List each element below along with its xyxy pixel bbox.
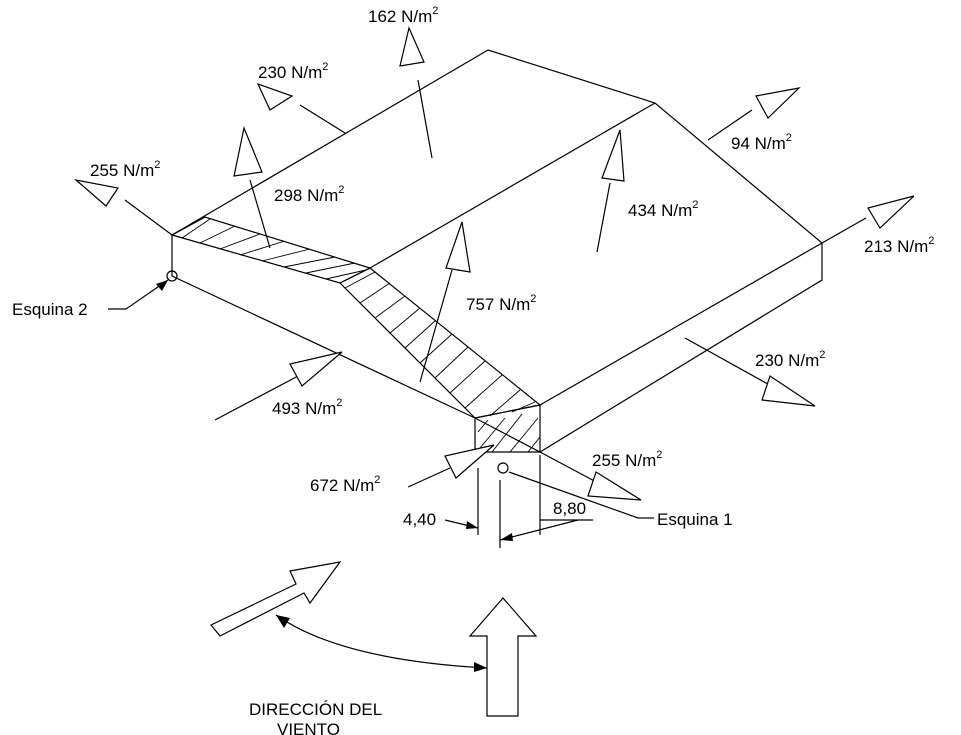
building-outline	[171, 49, 823, 453]
label-434: 434 N/m2	[628, 199, 698, 220]
label-esquina-1: Esquina 1	[657, 510, 733, 529]
wind-direction-line-2: VIENTO	[277, 720, 340, 735]
wind-angle-arc	[275, 614, 488, 672]
label-162: 162 N/m2	[368, 5, 438, 26]
corner-1-marker	[497, 462, 509, 474]
arrow-493	[214, 351, 343, 421]
wind-arrow-oblique	[210, 561, 342, 637]
label-493: 493 N/m2	[272, 397, 342, 418]
label-672: 672 N/m2	[310, 474, 380, 495]
hatch-band-diagonal	[344, 271, 536, 417]
arrow-94	[707, 87, 801, 141]
arrow-255-front	[539, 451, 642, 501]
arrow-757	[419, 221, 471, 383]
wind-direction-line-1: DIRECCIÓN DEL	[249, 700, 382, 719]
label-255-front: 255 N/m2	[592, 449, 662, 470]
leader-esquina-1	[508, 471, 654, 519]
label-213: 213 N/m2	[864, 235, 934, 256]
label-757: 757 N/m2	[466, 293, 536, 314]
arrow-230-top	[256, 82, 346, 134]
corner-2-marker	[166, 270, 178, 282]
hatch-corner-block	[477, 413, 541, 453]
arrow-255-left	[73, 178, 173, 236]
dimension-lines	[444, 455, 593, 548]
arrow-672	[407, 444, 495, 488]
leader-esquina-2	[108, 279, 169, 310]
label-298: 298 N/m2	[274, 184, 344, 205]
arrow-213	[821, 195, 915, 244]
dimension-8-80: 8,80	[553, 499, 586, 518]
wind-arrow-vertical	[468, 597, 538, 717]
label-230-top: 230 N/m2	[258, 61, 328, 82]
label-255-left: 255 N/m2	[90, 159, 160, 180]
label-esquina-2: Esquina 2	[12, 300, 88, 319]
hatch-band-left	[181, 218, 367, 280]
dimension-4-40: 4,40	[403, 510, 436, 529]
label-94: 94 N/m2	[731, 132, 792, 153]
label-230-right: 230 N/m2	[755, 349, 825, 370]
arrow-298	[233, 125, 271, 249]
arrow-230-right	[684, 337, 816, 407]
arrow-162	[399, 26, 433, 159]
arrow-434	[596, 129, 625, 253]
